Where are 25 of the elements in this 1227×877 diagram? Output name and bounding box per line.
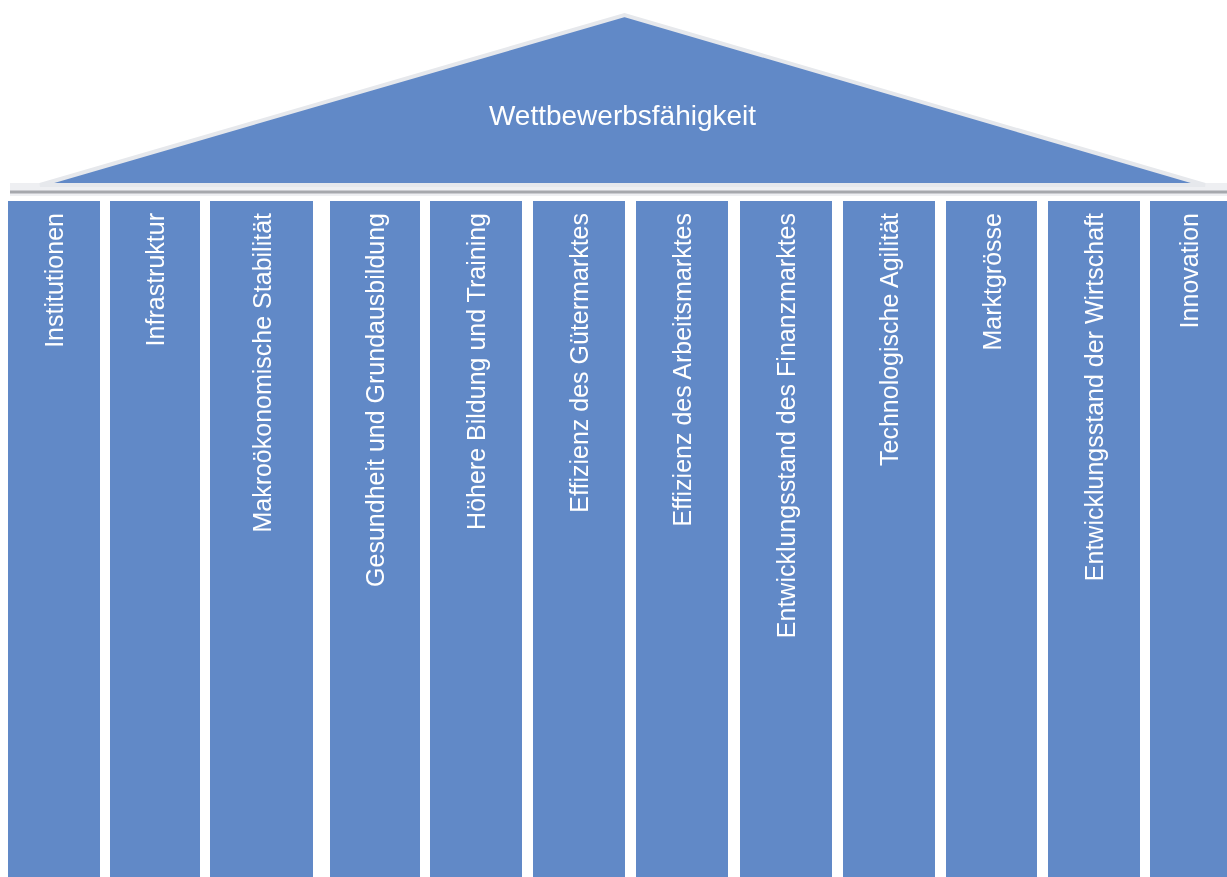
pillar-label: Makroökonomische Stabilität bbox=[249, 213, 274, 533]
pillar bbox=[8, 201, 100, 877]
pillar-label: Effizienz des Arbeitsmarktes bbox=[669, 213, 695, 527]
pillar-label: Entwicklungsstand der Wirtschaft bbox=[1081, 213, 1107, 582]
pillar-label: Innovation bbox=[1176, 213, 1201, 329]
pillar-label: Entwicklungsstand des Finanzmarktes bbox=[773, 213, 799, 639]
pillar-label: Effizienz des Gütermarktes bbox=[566, 213, 592, 513]
pillar-label: Marktgrösse bbox=[979, 213, 1004, 351]
pillar bbox=[636, 201, 728, 877]
pillar bbox=[210, 201, 313, 877]
pillar bbox=[430, 201, 522, 877]
pillar bbox=[1048, 201, 1140, 877]
pillar bbox=[843, 201, 935, 877]
pillar-label: Höhere Bildung und Training bbox=[463, 213, 489, 530]
pillar bbox=[946, 201, 1037, 877]
pillar-label: Gesundheit und Grundausbildung bbox=[362, 213, 388, 587]
roof-label: Wettbewerbsfähigkeit bbox=[488, 100, 757, 132]
pillar-label: Infrastruktur bbox=[142, 213, 168, 347]
pillar bbox=[330, 201, 420, 877]
pillar-label: Technologische Agilität bbox=[876, 213, 902, 466]
pillar bbox=[533, 201, 625, 877]
pillar bbox=[1150, 201, 1227, 877]
pillar-label: Institutionen bbox=[41, 213, 67, 348]
pillar bbox=[740, 201, 832, 877]
pillar bbox=[110, 201, 200, 877]
